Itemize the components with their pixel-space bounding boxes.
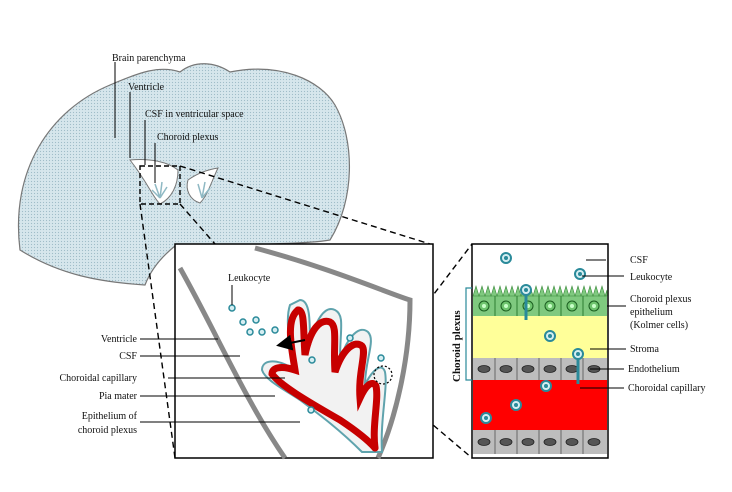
- ventricle-top-label: Ventricle: [128, 82, 165, 93]
- ventricle-left-label: Ventricle: [101, 334, 138, 345]
- middle-panel-content: [177, 245, 413, 460]
- epithelium-bracket: [465, 287, 472, 381]
- choroid-plexus-vertical-label: Choroid plexus: [451, 310, 463, 382]
- choroidal-capillary-right-label: Choroidal capillary: [628, 383, 705, 394]
- leukocytes-middle: [228, 304, 385, 414]
- right-panel-layers: [472, 252, 608, 454]
- leader-lines: [114, 62, 626, 423]
- zoom-box-small: [139, 165, 181, 205]
- leukocyte-middle-label: Leukocyte: [228, 273, 271, 284]
- epithelium-label-2: choroid plexus: [78, 425, 137, 436]
- zoom-lines-left: [139, 165, 431, 459]
- brain-parenchyma-label: Brain parenchyma: [112, 53, 186, 64]
- pia-mater-label: Pia mater: [99, 391, 138, 402]
- choroid-plexus-tufts: [151, 181, 211, 199]
- choroid-plexus-label: Choroid plexus: [157, 132, 218, 143]
- cp-epithelium-label-3: (Kolmer cells): [630, 320, 688, 331]
- stroma-label: Stroma: [630, 344, 659, 355]
- choroidal-capillary-left-label: Choroidal capillary: [60, 373, 137, 384]
- ventricles: [129, 159, 219, 205]
- csf-right-label: CSF: [630, 255, 648, 266]
- csf-left-label: CSF: [119, 351, 137, 362]
- endothelium-label: Endothelium: [628, 364, 680, 375]
- leukocyte-right-label: Leukocyte: [630, 272, 673, 283]
- epithelium-label-1: Epithelium of: [82, 411, 138, 422]
- cp-epithelium-label-1: Choroid plexus: [630, 294, 691, 305]
- cp-epithelium-label-2: epithelium: [630, 307, 673, 318]
- csf-ventricular-label: CSF in ventricular space: [145, 109, 244, 120]
